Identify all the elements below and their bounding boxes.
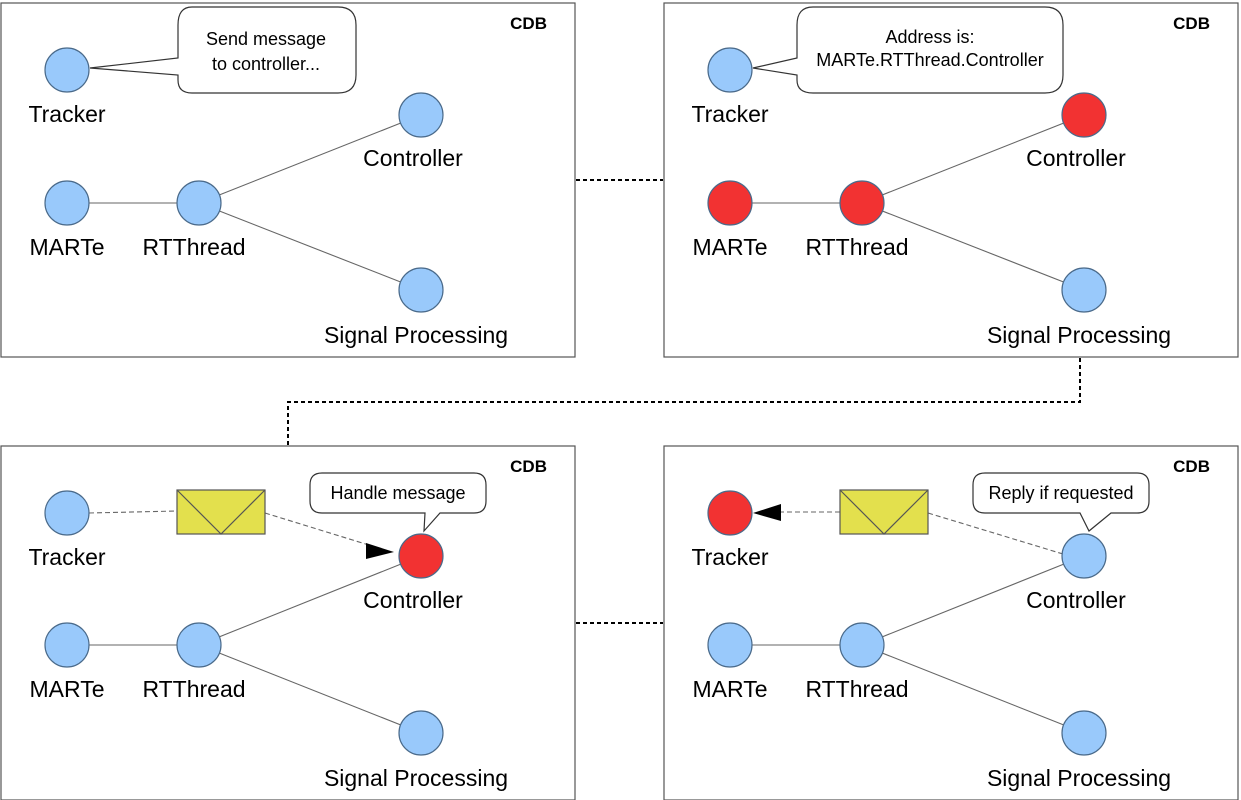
message-path (88, 510, 178, 514)
cdb-label: CDB (510, 457, 547, 476)
bubble-text: to controller... (212, 54, 320, 74)
label-signal-processing: Signal Processing (324, 322, 508, 348)
bubble-text: MARTe.RTThread.Controller (816, 50, 1043, 70)
arrow-head (366, 543, 394, 559)
label-controller: Controller (1026, 587, 1126, 613)
node-rtthread (176, 180, 222, 226)
bubble-text: Handle message (330, 483, 465, 503)
envelope-icon (176, 489, 266, 535)
edge-rtthread-signal-processing (861, 644, 1085, 734)
message-path (264, 512, 373, 547)
label-rtthread: RTThread (805, 234, 908, 260)
bubble-text: Address is: (885, 27, 974, 47)
node-marte (707, 180, 753, 226)
cdb-label: CDB (510, 14, 547, 33)
envelope-icon (839, 489, 929, 535)
label-marte: MARTe (693, 676, 768, 702)
panel-frame (663, 445, 1239, 800)
label-controller: Controller (363, 587, 463, 613)
label-controller: Controller (1026, 145, 1126, 171)
label-controller: Controller (363, 145, 463, 171)
bubble-text: Send message (206, 29, 326, 49)
panel-1: CDB Send message to controller... Tracke… (0, 2, 576, 358)
node-tracker (44, 47, 90, 93)
node-signal-processing (398, 267, 444, 313)
speech-bubble (972, 472, 1150, 532)
bubble-text: Reply if requested (988, 483, 1133, 503)
arrow-head (753, 504, 781, 521)
label-rtthread: RTThread (142, 234, 245, 260)
panel-frame (0, 445, 576, 800)
node-marte (44, 180, 90, 226)
node-signal-processing (1061, 710, 1107, 756)
speech-bubble (309, 472, 487, 533)
node-marte (707, 622, 753, 668)
node-tracker (707, 490, 753, 536)
label-rtthread: RTThread (142, 676, 245, 702)
node-controller (1061, 92, 1107, 138)
panel-2: CDB Address is: MARTe.RTThread.Controlle… (663, 2, 1239, 358)
connector-panel2-panel3 (287, 358, 1081, 446)
label-marte: MARTe (30, 234, 105, 260)
edge-rtthread-signal-processing (198, 644, 422, 734)
node-rtthread (176, 622, 222, 668)
label-tracker: Tracker (28, 101, 105, 127)
edge-rtthread-controller (861, 555, 1085, 646)
node-rtthread (839, 622, 885, 668)
node-rtthread (839, 180, 885, 226)
edge-rtthread-controller (198, 555, 422, 646)
edge-rtthread-signal-processing (861, 202, 1085, 291)
label-signal-processing: Signal Processing (987, 322, 1171, 348)
node-controller (1061, 533, 1107, 579)
label-rtthread: RTThread (805, 676, 908, 702)
edge-rtthread-signal-processing (198, 202, 422, 291)
edge-rtthread-controller (198, 114, 422, 204)
node-tracker (44, 490, 90, 536)
cdb-label: CDB (1173, 14, 1210, 33)
node-controller (398, 92, 444, 138)
label-marte: MARTe (693, 234, 768, 260)
label-signal-processing: Signal Processing (324, 765, 508, 791)
node-tracker (707, 47, 753, 93)
label-signal-processing: Signal Processing (987, 765, 1171, 791)
label-marte: MARTe (30, 676, 105, 702)
edge-rtthread-controller (861, 114, 1085, 204)
speech-bubble (89, 6, 357, 94)
label-tracker: Tracker (28, 544, 105, 570)
panel-4: CDB Reply if requested Tracker Controlle… (663, 445, 1239, 800)
node-controller (398, 533, 444, 579)
label-tracker: Tracker (691, 544, 768, 570)
node-signal-processing (1061, 267, 1107, 313)
speech-bubble (752, 6, 1064, 94)
node-marte (44, 622, 90, 668)
panel-3: CDB Handle message Tracker Controller MA… (0, 445, 576, 800)
cdb-label: CDB (1173, 457, 1210, 476)
label-tracker: Tracker (691, 101, 768, 127)
node-signal-processing (398, 710, 444, 756)
